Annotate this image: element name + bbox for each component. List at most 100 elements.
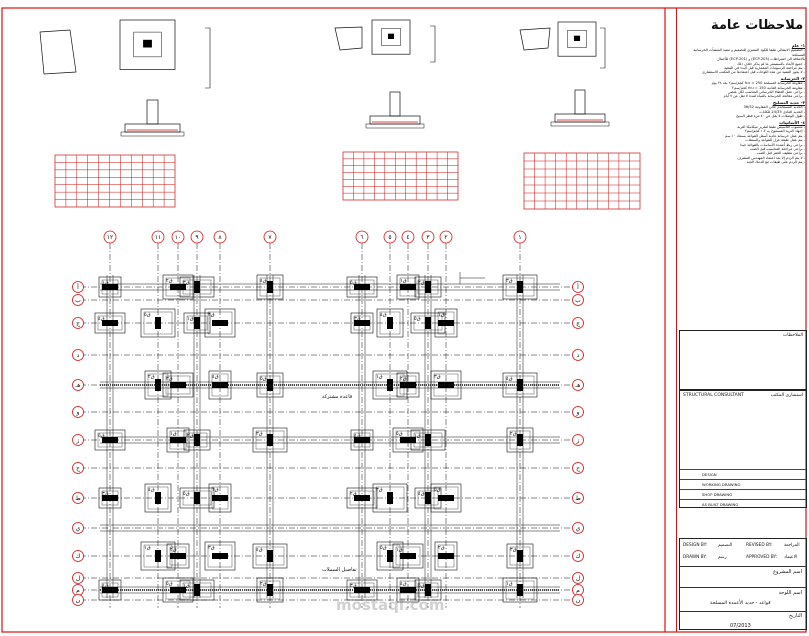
grid-label-row: ي [576, 525, 581, 532]
note-line: - طول الوصلات لا يقل عن ٤٠ مرة قطر السيخ [736, 114, 805, 119]
footing-shape-sketch [334, 26, 363, 51]
footing-inner [182, 490, 212, 506]
footing-tag: ق٤ [256, 547, 263, 553]
footing-inner [186, 432, 208, 448]
column-section [194, 281, 200, 293]
grid-label-row: هـ [75, 382, 81, 389]
footing-inner [147, 486, 169, 510]
grid-label-row: ن [76, 597, 80, 604]
column-section [517, 281, 523, 293]
grid-bubble-row [72, 317, 84, 329]
footing-tag: ق٢ [400, 376, 407, 382]
footing-shape-sketch [519, 27, 551, 51]
sheet-name: قواعد - حديد الأعمدة المسلحة [710, 601, 771, 606]
footing-tag: ق٤ [98, 316, 105, 322]
footing-tag: ق٤ [380, 312, 387, 318]
footing-outline [506, 427, 534, 453]
footing-inner [255, 546, 285, 566]
notes-heading: ٣- حديد التسليح [772, 99, 805, 105]
footing-tag: ق٥ [183, 491, 190, 497]
footing-tag: ق١ [506, 581, 513, 587]
note-line: - يراعى تنظيف الحفر قبل الصب [756, 151, 805, 156]
footing-tag: ق٣ [506, 278, 513, 284]
grid-bubble-column [213, 230, 227, 244]
footing-shape-sketch [39, 29, 77, 75]
plan-footer-note: تفاصيل السملات [322, 567, 357, 573]
grid-bubble-column [401, 230, 415, 244]
note-line: - يراعى مراجعة المناسيب قبل الصب [749, 146, 805, 151]
grid-bubble-column [421, 230, 435, 244]
footing-tag: ق١ [400, 278, 407, 284]
note-line: بالاضافة الى اشتراطات (ECP-203) و (ECP-2… [717, 57, 805, 62]
design-by: DESIGN BY: [683, 543, 708, 548]
note-line: - يراعى ربط أعمدة الأساسات بالقواعد جيدا [739, 142, 805, 147]
footing-outline [166, 543, 190, 569]
footing-inner [255, 430, 285, 450]
grid-bubble-row [572, 434, 584, 446]
footing-outline [183, 429, 211, 451]
column-section [212, 320, 228, 326]
divider [679, 587, 807, 588]
grid-bubble-row [572, 550, 584, 562]
footing-inner [417, 279, 439, 295]
footing-tag: ق٤ [260, 278, 267, 284]
footing-outline [252, 543, 288, 569]
footing-detail-outline [557, 21, 597, 57]
consultant-ar: استشاري المكتب [770, 393, 803, 398]
drawing-type-row: DESIGN [680, 469, 806, 479]
footing-outline [410, 429, 446, 451]
date-label: التاريخ [789, 613, 802, 619]
footing-outline [434, 308, 458, 338]
footing-tag: ق٢ [187, 433, 194, 439]
sheet-border [1, 7, 807, 633]
dimension-bracket [600, 27, 606, 69]
note-line: - إجهاد التربة المسموح به ١.٢ كجم/سم٢ [744, 129, 805, 134]
grid-label-row: د [577, 352, 580, 359]
plan-note: قاعدة مشتركة [322, 394, 353, 400]
grid-bubble-row [572, 522, 584, 534]
note-line: - مقاومة الخرسانة العادية fcu = 150 كجم/… [732, 85, 805, 90]
grid-label-row: أ [577, 283, 579, 291]
note-line: - يتم مراجعة الرسومات المعمارية قبل البد… [724, 66, 805, 71]
grid-label-row: ج [76, 320, 80, 327]
column-section [102, 437, 118, 443]
footing-tag: ق٢ [418, 280, 425, 286]
dimension-bracket [205, 27, 211, 89]
column-section [267, 550, 273, 562]
footing-tag: ق٢ [148, 374, 155, 380]
column-section [155, 492, 161, 504]
grid-bubble-column [383, 230, 397, 244]
grid-label-column: ٣ [426, 234, 430, 241]
column-section [438, 495, 454, 501]
column-section [155, 317, 161, 329]
footing-tag: ق٣ [510, 547, 517, 553]
grid-label-row: ن [576, 597, 580, 604]
note-line: - لا يتم الردم إلا بعد اعتماد المهندس ال… [737, 155, 805, 160]
note-line: - يراعى معالجة الخرسانة بالمياه لمدة لا … [723, 94, 805, 99]
footing-outline [183, 312, 211, 334]
footing-table-outline [342, 151, 459, 201]
footing-outline [140, 308, 176, 338]
footing-tag: ق٢ [166, 278, 173, 284]
footing-tag: ق٢ [350, 491, 357, 497]
column-section [170, 284, 186, 290]
remarks-box: الملاحظات [679, 330, 807, 390]
note-line: - منسوب التأسيس طبقا لتقرير ميكانيكا الت… [737, 124, 805, 129]
general-notes-panel: ملاحظات عامة ١- عام- التصميم الانشائي طب… [676, 8, 807, 632]
column-section [212, 553, 228, 559]
footing-tag: ق٥ [98, 433, 105, 439]
grid-label-row: ب [75, 297, 81, 304]
column-stub [143, 39, 152, 48]
grid-bubble-row [572, 572, 584, 584]
footing-tag: ق٣ [434, 374, 441, 380]
section-column [389, 91, 401, 117]
grid-bubble-row [572, 379, 584, 391]
column-section [400, 284, 416, 290]
footing-tag: ق٢ [170, 547, 177, 553]
grid-bubble-column [439, 230, 453, 244]
footing-tag: ق٤ [102, 583, 109, 589]
note-line: - الحديد المستخدم عالي المقاومة 36/52 [743, 105, 805, 110]
grid-bubble-column [151, 230, 165, 244]
footing-tag: ق٤ [400, 581, 407, 587]
footing-outline [256, 274, 284, 300]
